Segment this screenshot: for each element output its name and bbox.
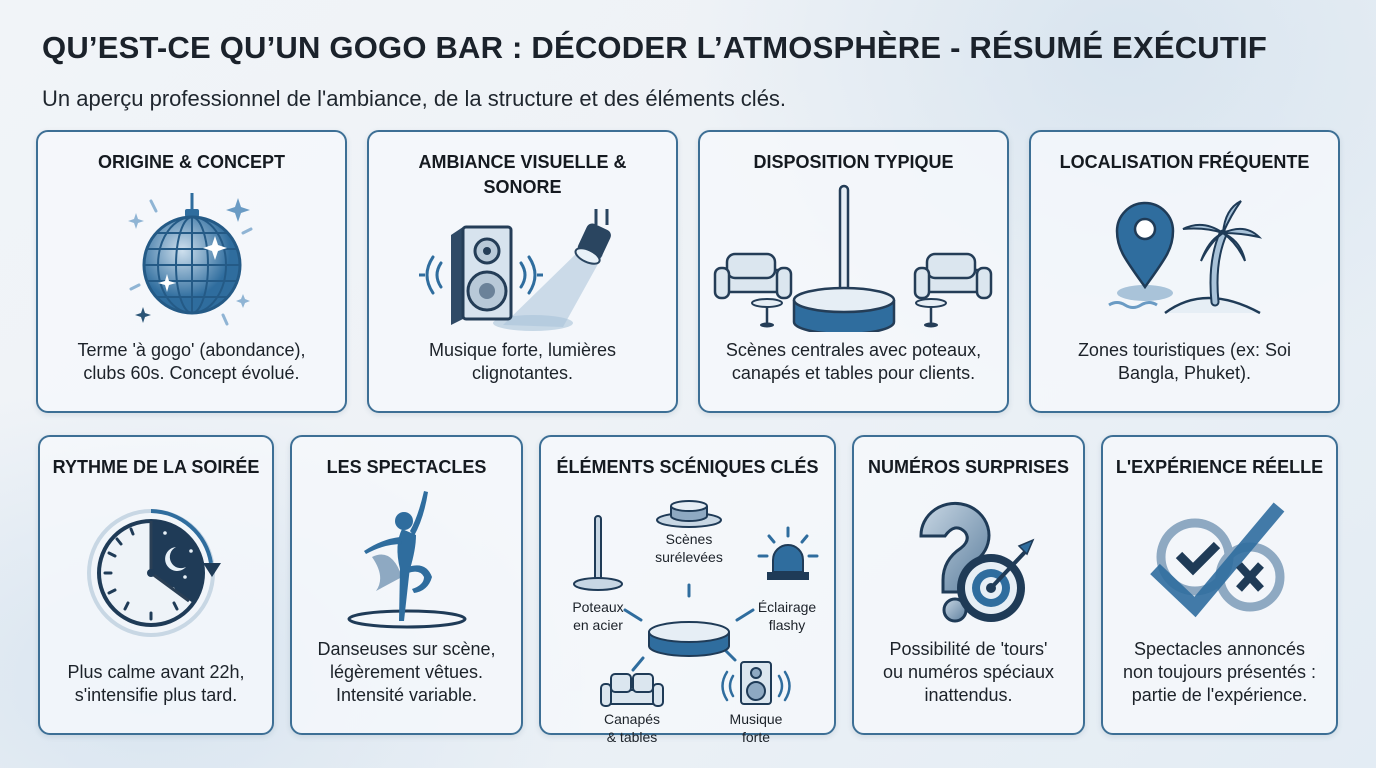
card-text-line: non toujours présentés : bbox=[1122, 662, 1317, 682]
card-text-line: légèrement vêtues. bbox=[329, 662, 484, 682]
card-numeros-surprises: NUMÉROS SURPRISES Possibilité de 'tours'… bbox=[852, 435, 1085, 735]
card-text-line: partie de l'expérience. bbox=[1131, 685, 1308, 705]
card-origine-concept: ORIGINE & CONCEPT Terme 'à go bbox=[36, 130, 347, 413]
card-text-line: canapés et tables pour clients. bbox=[731, 363, 976, 383]
stage-pole-sofas-icon bbox=[713, 184, 992, 332]
card-text-line: Intensité variable. bbox=[335, 685, 478, 705]
card-text-line: Danseuses sur scène, bbox=[317, 639, 496, 659]
check-cross-icon bbox=[1149, 502, 1284, 618]
map-pin-palm-icon bbox=[1107, 200, 1262, 315]
card-text-line: Spectacles annoncés bbox=[1133, 639, 1306, 659]
disco-ball-icon bbox=[127, 193, 252, 326]
card-text-line: Bangla, Phuket). bbox=[1117, 363, 1252, 383]
card-rythme: RYTHME DE LA SOIRÉE Plus calme avant 22h… bbox=[38, 435, 274, 735]
card-title: NUMÉROS SURPRISES bbox=[867, 457, 1070, 477]
card-text-line: Scènes centrales avec poteaux, bbox=[725, 340, 982, 360]
dancer-icon bbox=[347, 490, 466, 628]
card-text-line: clubs 60s. Concept évolué. bbox=[83, 363, 300, 383]
card-text-line: Musique forte, lumières bbox=[428, 340, 617, 360]
card-elements-sceniques: ÉLÉMENTS SCÉNIQUES CLÉS bbox=[539, 435, 836, 745]
card-text-line: Terme 'à gogo' (abondance), bbox=[77, 340, 306, 360]
card-spectacles: LES SPECTACLES Danseuses sur scène, légè… bbox=[290, 435, 523, 735]
card-text-line: inattendus. bbox=[924, 685, 1013, 705]
card-title: RYTHME DE LA SOIRÉE bbox=[52, 457, 260, 477]
page-title: QU’EST-CE QU’UN GOGO BAR : DÉCODER L’ATM… bbox=[42, 30, 1267, 65]
card-text-line: clignotantes. bbox=[471, 363, 574, 383]
card-text-line: ou numéros spéciaux bbox=[882, 662, 1055, 682]
card-text-line: Plus calme avant 22h, bbox=[67, 662, 245, 682]
card-text-line: Possibilité de 'tours' bbox=[889, 639, 1048, 659]
card-title: LES SPECTACLES bbox=[326, 457, 487, 477]
card-title: AMBIANCE VISUELLE & SONORE bbox=[418, 152, 627, 197]
card-title: ORIGINE & CONCEPT bbox=[97, 152, 285, 172]
card-title: ÉLÉMENTS SCÉNIQUES CLÉS bbox=[556, 457, 819, 477]
night-clock-icon bbox=[87, 509, 221, 637]
card-experience-reelle: L'EXPÉRIENCE RÉELLE Spectacles annoncés … bbox=[1101, 435, 1338, 735]
card-text-line: Zones touristiques (ex: Soi bbox=[1077, 340, 1292, 360]
question-target-icon bbox=[918, 501, 1034, 623]
page-subtitle: Un aperçu professionnel de l'ambiance, d… bbox=[42, 86, 787, 111]
card-localisation: LOCALISATION FRÉQUENTE Zones touristique… bbox=[1029, 130, 1340, 413]
card-title: L'EXPÉRIENCE RÉELLE bbox=[1115, 457, 1324, 477]
card-title: LOCALISATION FRÉQUENTE bbox=[1059, 152, 1310, 172]
card-ambiance: AMBIANCE VISUELLE & SONORE Musique forte… bbox=[367, 130, 678, 413]
card-text-line: s'intensifie plus tard. bbox=[74, 685, 238, 705]
scene-label-canapes: Canapés& tables bbox=[603, 711, 661, 745]
card-title: DISPOSITION TYPIQUE bbox=[753, 152, 954, 172]
card-disposition: DISPOSITION TYPIQUE Scènes centrales ave… bbox=[698, 130, 1009, 413]
speaker-spotlight-icon bbox=[418, 209, 611, 331]
